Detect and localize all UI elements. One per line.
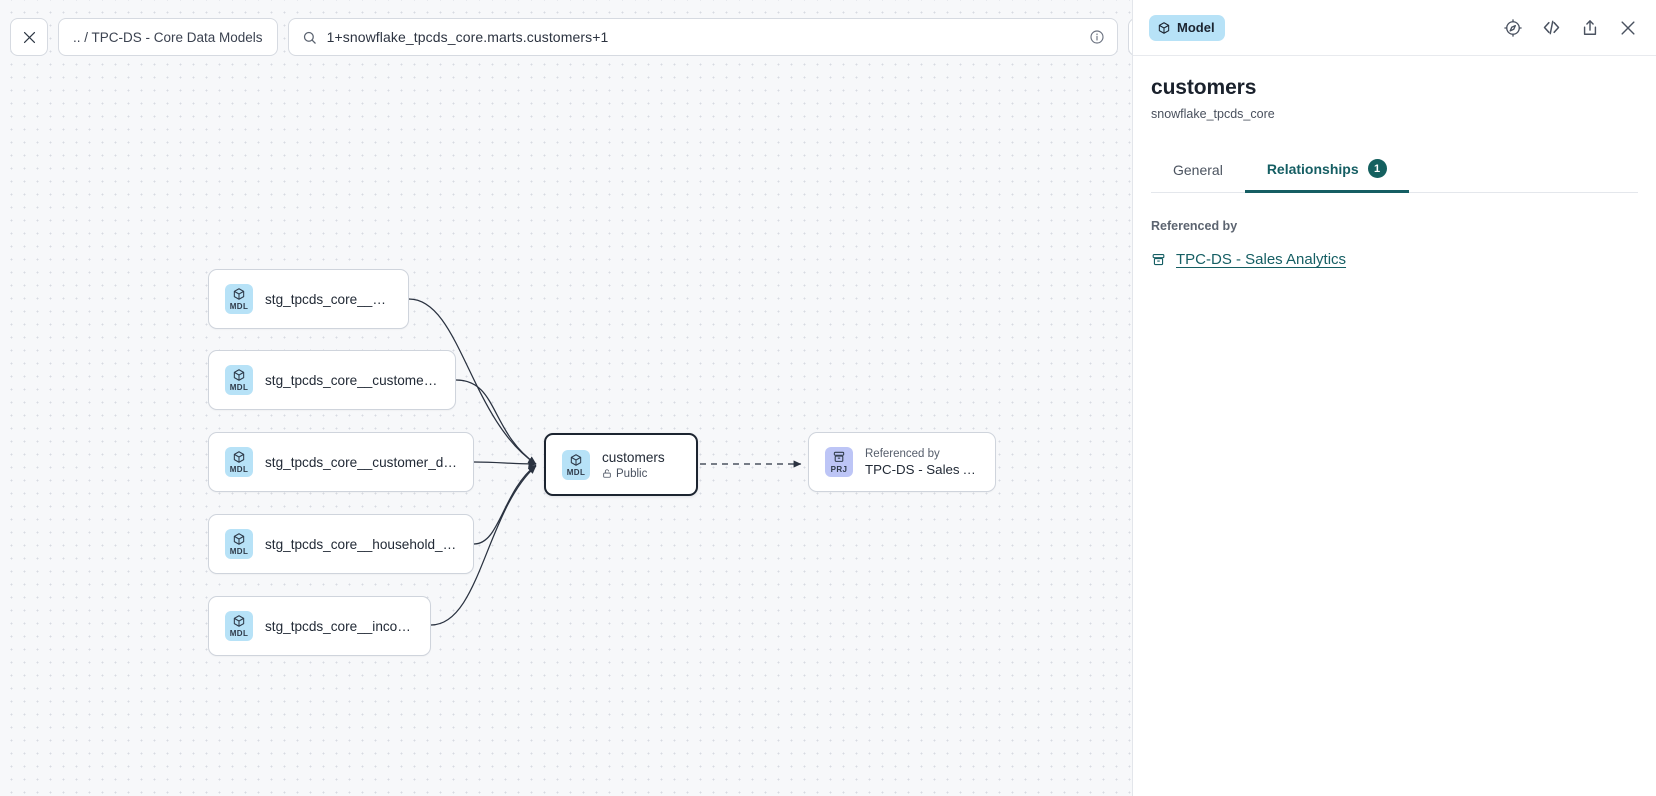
page-title: customers — [1151, 76, 1257, 99]
canvas-toolbar: .. / TPC-DS - Core Data Models — [10, 18, 1132, 56]
node-title: stg_tpcds_core__customer_demogra… — [265, 454, 457, 470]
badge-label: MDL — [566, 467, 586, 477]
node-title: customers — [602, 449, 665, 465]
lineage-search[interactable] — [287, 18, 1118, 56]
lineage-node-customers[interactable]: MDL customers Public — [544, 433, 698, 496]
explore-icon[interactable] — [1503, 18, 1523, 38]
panel-tabs: General Relationships 1 — [1151, 149, 1638, 193]
node-access-label: Public — [616, 467, 648, 480]
tab-general[interactable]: General — [1151, 149, 1245, 193]
badge-label: MDL — [229, 629, 249, 638]
section-label-referenced-by: Referenced by — [1151, 219, 1238, 233]
referenced-by-link[interactable]: TPC-DS - Sales Analytics — [1176, 251, 1347, 268]
entity-type-chip: Model — [1149, 14, 1225, 41]
panel-body: customers snowflake_tpcds_core General R… — [1133, 56, 1656, 268]
model-badge: MDL — [225, 529, 253, 559]
list-item[interactable]: TPC-DS - Sales Analytics — [1151, 251, 1638, 268]
node-title: stg_tpcds_core__customer_address — [265, 372, 439, 388]
panel-header: Model — [1133, 0, 1656, 56]
lineage-node-upstream-4[interactable]: MDL stg_tpcds_core__household_demogr… — [208, 514, 474, 574]
model-badge: MDL — [225, 284, 253, 314]
panel-actions — [1503, 17, 1638, 38]
node-title: TPC-DS - Sales Analytics — [865, 461, 979, 477]
tab-count-badge: 1 — [1367, 159, 1387, 178]
refresh-button[interactable] — [1127, 18, 1132, 56]
tab-label: General — [1173, 162, 1223, 178]
node-text: stg_tpcds_core__customer — [265, 292, 392, 307]
search-input[interactable] — [326, 29, 1079, 45]
lineage-edges — [408, 298, 802, 626]
node-text: stg_tpcds_core__household_demogr… — [265, 537, 457, 552]
node-text: stg_tpcds_core__income_band — [265, 619, 414, 634]
search-icon — [302, 30, 317, 45]
code-icon[interactable] — [1541, 17, 1562, 38]
badge-label: MDL — [229, 302, 249, 311]
node-text: stg_tpcds_core__customer_demogra… — [265, 455, 457, 470]
lineage-node-upstream-5[interactable]: MDL stg_tpcds_core__income_band — [208, 596, 431, 656]
node-text: Referenced by TPC-DS - Sales Analytics — [865, 448, 979, 477]
lineage-nodes: MDL stg_tpcds_core__customer MDL stg_tpc… — [208, 269, 996, 656]
model-badge: MDL — [225, 365, 253, 395]
entity-type-label: Model — [1177, 20, 1215, 35]
lineage-canvas[interactable]: MDL stg_tpcds_core__customer MDL stg_tpc… — [0, 0, 1132, 796]
model-badge: MDL — [225, 447, 253, 477]
info-circle-icon[interactable] — [1089, 29, 1105, 45]
node-access: Public — [602, 468, 665, 480]
share-icon[interactable] — [1580, 18, 1600, 38]
lineage-node-upstream-2[interactable]: MDL stg_tpcds_core__customer_address — [208, 350, 456, 410]
lineage-node-project[interactable]: PRJ Referenced by TPC-DS - Sales Analyti… — [808, 432, 996, 492]
close-lineage-button[interactable] — [10, 18, 48, 56]
node-text: stg_tpcds_core__customer_address — [265, 373, 439, 388]
node-title: stg_tpcds_core__customer — [265, 291, 392, 307]
model-badge: MDL — [562, 449, 590, 480]
lineage-node-upstream-3[interactable]: MDL stg_tpcds_core__customer_demogra… — [208, 432, 474, 492]
tab-relationships[interactable]: Relationships 1 — [1244, 149, 1409, 193]
model-badge: MDL — [225, 611, 253, 641]
node-kicker: Referenced by — [865, 447, 940, 460]
badge-label: MDL — [229, 465, 249, 474]
cube-icon — [1157, 21, 1171, 35]
close-icon[interactable] — [1618, 18, 1638, 38]
node-text: customers Public — [602, 450, 665, 480]
project-badge: PRJ — [825, 447, 853, 477]
close-icon — [21, 29, 38, 46]
tab-label: Relationships — [1266, 160, 1359, 177]
node-title: stg_tpcds_core__household_demogr… — [265, 536, 457, 552]
breadcrumb[interactable]: .. / TPC-DS - Core Data Models — [58, 18, 278, 56]
badge-label: MDL — [229, 547, 249, 556]
project-icon — [1151, 252, 1166, 267]
page-subtitle: snowflake_tpcds_core — [1151, 107, 1275, 121]
lock-icon — [602, 468, 612, 479]
badge-label: MDL — [229, 383, 249, 392]
breadcrumb-label: .. / TPC-DS - Core Data Models — [73, 29, 263, 45]
lineage-node-upstream-1[interactable]: MDL stg_tpcds_core__customer — [208, 269, 409, 329]
details-panel: Model customers snowflake_tpcds_core — [1132, 0, 1656, 796]
badge-label: PRJ — [830, 465, 848, 474]
node-title: stg_tpcds_core__income_band — [265, 618, 414, 634]
